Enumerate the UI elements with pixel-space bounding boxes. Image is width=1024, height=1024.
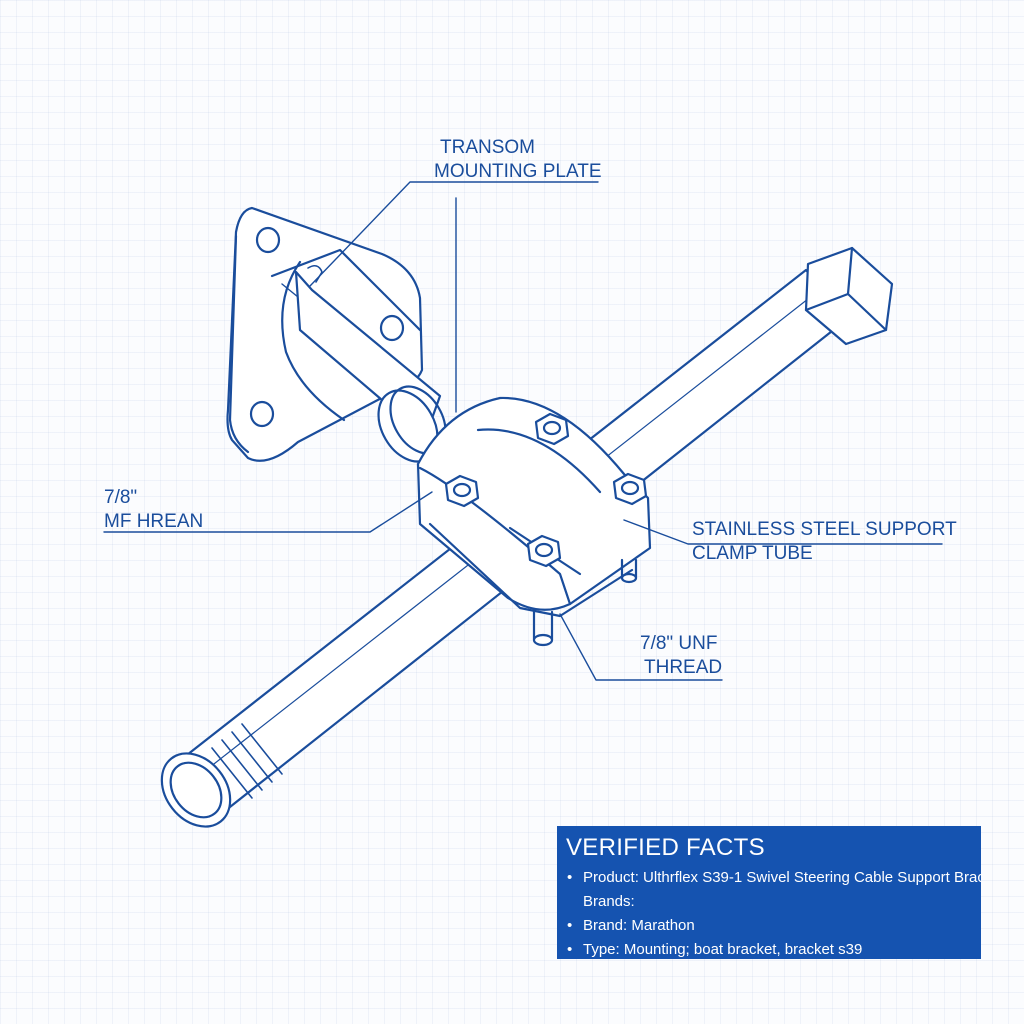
verified-facts-panel: VERIFIED FACTS • Product: Ulthrflex S39-1… xyxy=(557,826,981,959)
fact-bullet: • xyxy=(567,941,573,958)
fact-item-product: • Product: Ulthrflex S39-1 Swivel Steerin… xyxy=(567,866,981,890)
tube-end-nut xyxy=(804,246,894,346)
fact-item-brand: • Brand: Marathon xyxy=(567,914,981,938)
callout-mf-hrean-line2: MF HREAN xyxy=(104,511,204,532)
callout-support-clamp-line1: STAINLESS STEEL SUPPORT xyxy=(692,519,957,540)
callout-unf-thread: 7/8" UNF THREAD xyxy=(640,632,722,680)
callout-transom-line1: TRANSOM xyxy=(440,137,535,158)
fact-item-brands: Brands: xyxy=(567,890,981,914)
fact-text: Product: Ulthrflex S39-1 Swivel Steering… xyxy=(583,869,981,886)
callout-unf-thread-line1: 7/8" UNF xyxy=(640,633,718,654)
callout-support-clamp-tube: STAINLESS STEEL SUPPORT CLAMP TUBE xyxy=(692,518,957,566)
fact-text: Brands: xyxy=(583,893,635,910)
fact-item-type: • Type: Mounting; boat bracket, bracket s… xyxy=(567,938,981,959)
clamp-bolt-studs xyxy=(532,558,638,647)
fact-text: Type: Mounting; boat bracket, bracket s3… xyxy=(583,941,863,958)
fact-text: Brand: Marathon xyxy=(583,917,695,934)
callout-mf-hrean-line1: 7/8" xyxy=(104,487,138,508)
verified-facts-list: • Product: Ulthrflex S39-1 Swivel Steerin… xyxy=(567,866,981,959)
verified-facts-title: VERIFIED FACTS xyxy=(566,834,765,861)
leader-lines xyxy=(103,181,943,681)
callout-transom-mounting-plate: TRANSOM MOUNTING PLATE xyxy=(434,136,602,184)
clamp-nut-top xyxy=(534,412,570,446)
callout-unf-thread-line2: THREAD xyxy=(644,657,723,678)
clamp-nut-bottom xyxy=(526,534,562,568)
fact-bullet: • xyxy=(567,917,573,934)
clamp-nut-left xyxy=(444,474,480,508)
fact-bullet: • xyxy=(567,869,573,886)
callout-mf-hrean: 7/8" MF HREAN xyxy=(104,486,203,534)
callout-support-clamp-line2: CLAMP TUBE xyxy=(692,543,813,564)
clamp-nut-right xyxy=(612,472,648,506)
callout-transom-line2: MOUNTING PLATE xyxy=(434,161,602,182)
